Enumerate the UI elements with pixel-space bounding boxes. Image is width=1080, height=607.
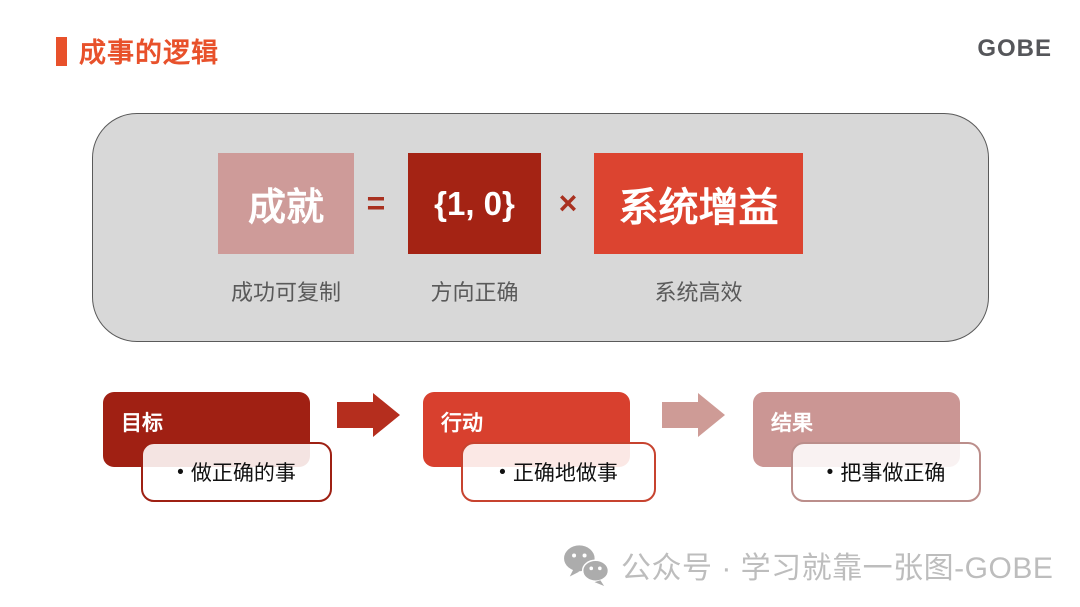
formula-result-label: 成就 xyxy=(247,187,324,229)
formula-direction-caption: 方向正确 xyxy=(430,280,519,305)
formula-system-label: 系统增益 xyxy=(618,185,779,230)
flow-step-result-detail: 把事做正确 xyxy=(840,462,946,485)
arrow-right-icon xyxy=(337,393,400,437)
flow-step-goal-title: 目标 xyxy=(121,412,163,435)
formula-system-caption: 系统高效 xyxy=(654,280,743,305)
watermark: 公众号 · 学习就靠一张图-GOBE xyxy=(563,543,1053,587)
formula-system-box: 系统增益 xyxy=(594,153,803,254)
watermark-text: 公众号 · 学习就靠一张图-GOBE xyxy=(621,552,1054,585)
flow-step-result-title: 结果 xyxy=(771,412,813,435)
formula-direction-box: {1, 0} xyxy=(408,153,541,254)
wechat-icon xyxy=(564,545,609,586)
bullet-icon: • xyxy=(499,461,506,483)
formula-result-caption: 成功可复制 xyxy=(230,280,341,305)
flow-step-action-detail-box: • 正确地做事 xyxy=(461,442,656,502)
flow-step-goal-detail: 做正确的事 xyxy=(190,462,296,485)
title-accent-bar xyxy=(56,37,67,66)
bullet-icon: • xyxy=(826,461,834,483)
formula-result-box: 成就 xyxy=(218,153,354,254)
flow-step-action-detail: 正确地做事 xyxy=(512,462,618,485)
flow-step-action-title: 行动 xyxy=(441,412,483,435)
arrow-right-icon xyxy=(662,393,725,437)
equals-sign: = xyxy=(366,185,386,221)
times-sign: × xyxy=(558,185,578,221)
flow-step-goal-detail-box: • 做正确的事 xyxy=(141,442,332,502)
brand-logo: GOBE xyxy=(977,35,1052,62)
bullet-icon: • xyxy=(177,461,184,483)
flow-step-result-detail-box: • 把事做正确 xyxy=(791,442,981,502)
formula-direction-label: {1, 0} xyxy=(434,184,515,222)
formula-panel: 成就 = {1, 0} × 系统增益 成功可复制 方向正确 系统高效 xyxy=(92,113,989,342)
page-title: 成事的逻辑 xyxy=(79,38,219,68)
